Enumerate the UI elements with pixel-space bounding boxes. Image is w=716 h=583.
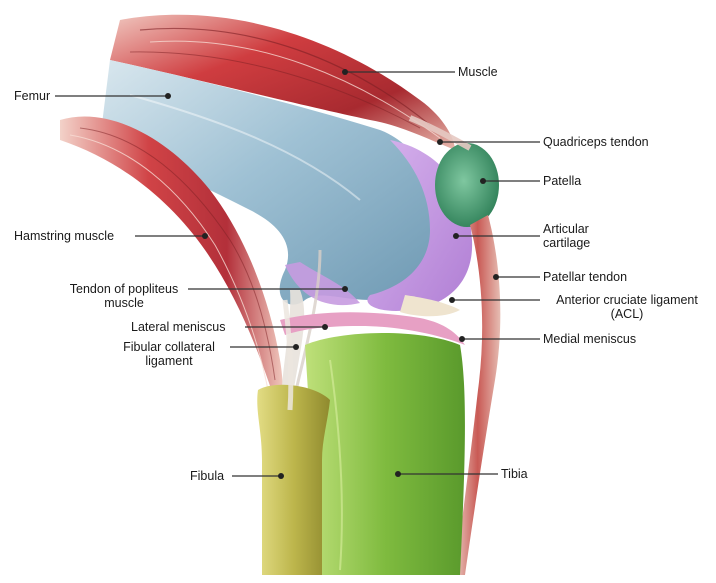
fibula-bone [257, 385, 330, 575]
label-medial-meniscus: Medial meniscus [543, 332, 636, 346]
label-popliteus-line1: Tendon of popliteus [62, 282, 186, 296]
label-lateral-meniscus: Lateral meniscus [131, 320, 226, 334]
label-articular-cartilage-line1: Articular [543, 222, 590, 236]
tibia-bone [305, 333, 465, 575]
label-popliteus: Tendon of popliteus muscle [62, 282, 186, 310]
label-acl-line1: Anterior cruciate ligament [543, 293, 711, 307]
label-popliteus-line2: muscle [62, 296, 186, 310]
label-patellar-tendon: Patellar tendon [543, 270, 627, 284]
label-acl: Anterior cruciate ligament (ACL) [543, 293, 711, 321]
label-fibular-collateral: Fibular collateral ligament [110, 340, 228, 368]
label-patella: Patella [543, 174, 581, 188]
label-articular-cartilage-line2: cartilage [543, 236, 590, 250]
label-fibular-collateral-line1: Fibular collateral [110, 340, 228, 354]
label-acl-line2: (ACL) [543, 307, 711, 321]
label-quadriceps-tendon: Quadriceps tendon [543, 135, 649, 149]
label-hamstring-muscle: Hamstring muscle [14, 229, 114, 243]
label-femur: Femur [14, 89, 50, 103]
label-tibia: Tibia [501, 467, 528, 481]
patella-bone [435, 143, 499, 227]
label-fibular-collateral-line2: ligament [110, 354, 228, 368]
label-fibula: Fibula [190, 469, 224, 483]
label-muscle: Muscle [458, 65, 498, 79]
label-articular-cartilage: Articular cartilage [543, 222, 590, 250]
